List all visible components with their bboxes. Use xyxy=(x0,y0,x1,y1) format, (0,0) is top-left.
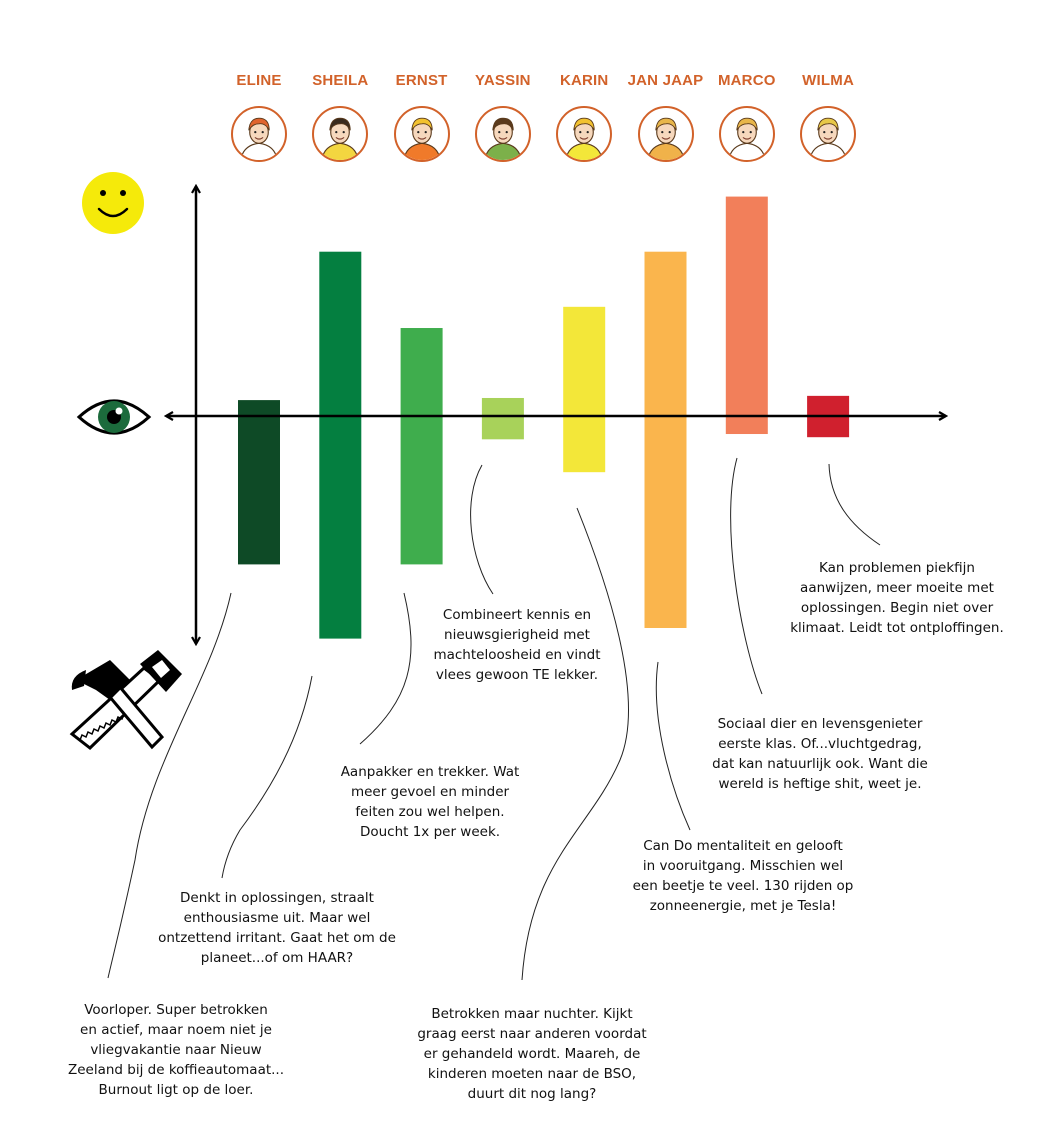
bar-yassin xyxy=(481,397,524,440)
connector-lines xyxy=(107,457,881,981)
avatar-wilma xyxy=(800,106,857,162)
bar-eline xyxy=(238,400,280,565)
connector-eline xyxy=(107,592,232,979)
description-yassin: Combineert kennis en nieuwsgierigheid me… xyxy=(433,607,601,683)
hammer-and-saw-icon xyxy=(69,650,182,750)
bar-marco xyxy=(725,196,768,435)
connector-sheila xyxy=(221,675,313,879)
description-karin: Betrokken maar nuchter. Kijkt graag eers… xyxy=(417,1006,647,1102)
description-wilma: Kan problemen piekfijn aanwijzen, meer m… xyxy=(790,560,1004,636)
name-eline: ELINE xyxy=(236,72,282,89)
bar-karin xyxy=(563,306,606,473)
description-marco: Sociaal dier en levensgenieter eerste kl… xyxy=(712,716,928,792)
bar-sheila xyxy=(319,251,362,639)
avatar-sheila xyxy=(312,106,369,162)
bar-ernst xyxy=(400,328,443,565)
eye-icon xyxy=(76,399,152,435)
connector-yassin xyxy=(470,464,494,595)
name-karin: KARIN xyxy=(559,72,609,89)
name-ernst: ERNST xyxy=(395,72,448,89)
connector-karin xyxy=(521,507,629,981)
name-jan-jaap: JAN JAAP xyxy=(627,72,704,89)
smiley-face-icon xyxy=(82,172,144,234)
connector-janjaap xyxy=(655,661,691,831)
name-wilma: WILMA xyxy=(802,72,854,89)
avatar-eline xyxy=(231,106,287,162)
avatar-yassin xyxy=(474,106,531,162)
avatar-karin xyxy=(556,106,613,162)
description-jan-jaap: Can Do mentaliteit en gelooft in vooruit… xyxy=(632,838,854,914)
connector-marco xyxy=(730,457,763,695)
name-yassin: YASSIN xyxy=(475,72,531,89)
avatar-jan-jaap xyxy=(637,106,694,162)
avatar-marco xyxy=(718,106,775,162)
connector-wilma xyxy=(828,463,881,546)
name-sheila: SHEILA xyxy=(312,72,369,89)
avatar-ernst xyxy=(393,106,450,162)
description-sheila: Denkt in oplossingen, straalt enthousias… xyxy=(158,890,396,966)
description-ernst: Aanpakker en trekker. Wat meer gevoel en… xyxy=(340,764,520,840)
name-marco: MARCO xyxy=(717,72,776,89)
bar-jan-jaap xyxy=(644,251,687,628)
description-eline: Voorloper. Super betrokken en actief, ma… xyxy=(67,1002,285,1098)
bars xyxy=(238,196,850,639)
connector-ernst xyxy=(359,592,412,745)
